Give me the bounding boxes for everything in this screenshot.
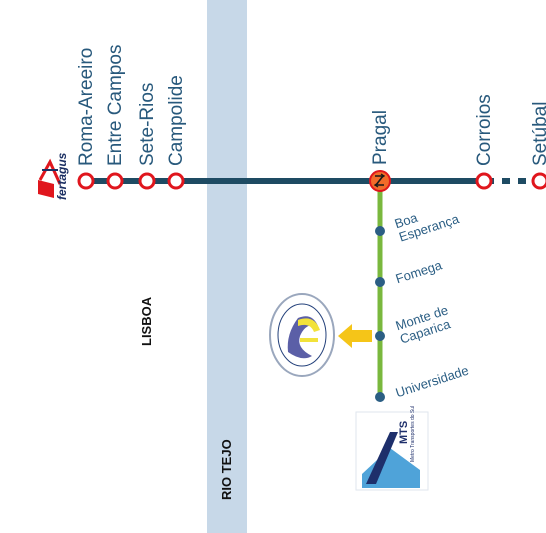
fertagus-logo [38, 158, 62, 198]
mts-stop-monte-de-caparica[interactable] [375, 331, 385, 341]
station-entre-campos[interactable] [106, 172, 124, 190]
label-corroios: Corroios [474, 94, 495, 166]
station-campolide[interactable] [167, 172, 185, 190]
label-sete-rios: Sete-Rios [137, 82, 158, 166]
station-corroios[interactable] [475, 172, 493, 190]
label-roma-areeiro: Roma-Areeiro [76, 47, 97, 166]
fertagus-wordmark: fertagus [55, 152, 69, 200]
mts-stop-boa-esperanca[interactable] [375, 226, 385, 236]
seal-logo [269, 293, 335, 377]
mts-logo [355, 411, 429, 491]
mts-stop-fomega[interactable] [375, 277, 385, 287]
label-entre-campos: Entre Campos [105, 44, 126, 166]
label-pragal: Pragal [370, 110, 391, 165]
station-sete-rios[interactable] [138, 172, 156, 190]
river-label: RIO TEJO [219, 439, 234, 500]
station-roma-areeiro[interactable] [77, 172, 95, 190]
river-tejo-band [207, 0, 247, 533]
label-setubal: Setúbal [530, 101, 546, 166]
mts-logo-subtitle: Metro Transportes do Sul [410, 405, 416, 462]
interchange-icon[interactable] [369, 170, 391, 192]
arrow-icon [338, 324, 372, 348]
label-campolide: Campolide [166, 75, 187, 166]
station-setubal[interactable] [531, 172, 546, 190]
mts-stop-universidade[interactable] [375, 392, 385, 402]
mts-logo-name: MTS [398, 420, 410, 444]
city-label: LISBOA [139, 296, 154, 346]
